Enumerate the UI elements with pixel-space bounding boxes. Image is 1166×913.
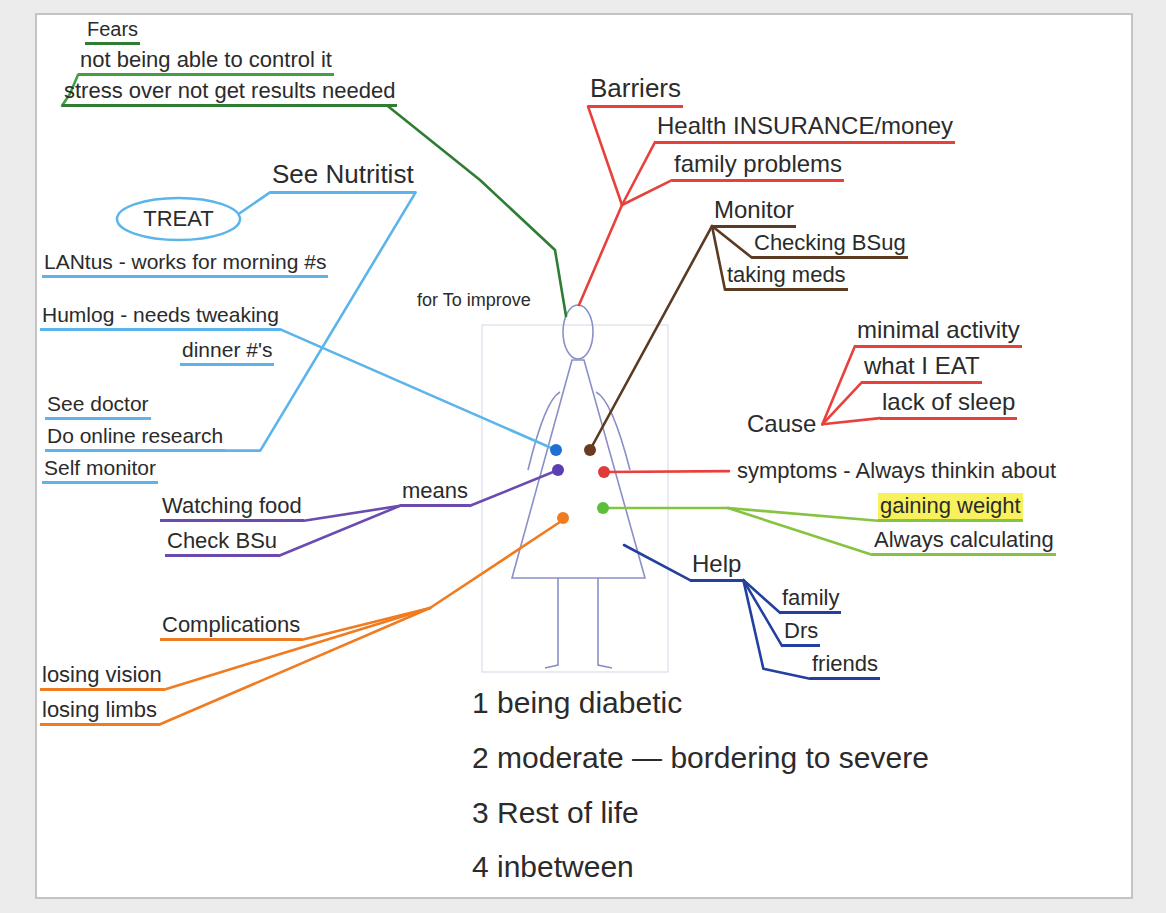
branch-label: Always calculating bbox=[872, 527, 1056, 556]
branch-label: Health INSURANCE/money bbox=[655, 112, 955, 144]
branch-label: family bbox=[780, 585, 841, 614]
branch-line bbox=[304, 506, 400, 521]
branch-label: dinner #'s bbox=[180, 338, 274, 366]
branch-dot bbox=[552, 464, 564, 476]
branch-label: See doctor bbox=[45, 392, 151, 420]
branch-label: losing limbs bbox=[40, 697, 159, 726]
note-label: 1 being diabetic bbox=[470, 686, 684, 722]
branch-label: Drs bbox=[782, 618, 820, 647]
branch-label: taking meds bbox=[725, 262, 848, 291]
branch-line bbox=[470, 470, 558, 506]
ellipse-shape bbox=[117, 198, 240, 240]
branch-label: Checking BSug bbox=[752, 230, 908, 259]
branch-label: losing vision bbox=[40, 662, 164, 691]
branch-label: Barriers bbox=[588, 74, 683, 108]
branch-label: means bbox=[400, 478, 470, 507]
figure-leg bbox=[545, 578, 558, 668]
branch-line bbox=[159, 608, 430, 725]
branch-label: Monitor bbox=[712, 196, 796, 228]
node-label: TREAT bbox=[143, 206, 213, 231]
branch-label: Help bbox=[690, 550, 743, 582]
branch-label: Watching food bbox=[160, 493, 304, 522]
branch-line bbox=[430, 520, 563, 608]
note-label: 2 moderate — bordering to severe bbox=[470, 741, 931, 777]
branch-label: gaining weight bbox=[878, 493, 1023, 522]
branch-label: minimal activity bbox=[855, 316, 1022, 348]
branch-label: See Nutritist bbox=[270, 160, 416, 194]
branch-line bbox=[624, 545, 690, 580]
branch-label: Fears bbox=[85, 18, 140, 45]
branch-line bbox=[822, 382, 862, 424]
branch-dot bbox=[584, 444, 596, 456]
branch-line bbox=[281, 330, 556, 450]
branch-line bbox=[240, 192, 270, 213]
branch-label: LANtus - works for morning #s bbox=[42, 250, 328, 278]
figure-head bbox=[563, 305, 593, 359]
branch-line bbox=[822, 346, 855, 424]
figure-arm bbox=[528, 392, 560, 470]
branch-line bbox=[622, 180, 672, 205]
branch-line bbox=[743, 580, 782, 646]
branch-label: Check BSu bbox=[165, 528, 279, 557]
branch-line bbox=[588, 106, 622, 205]
branch-label: Complications bbox=[160, 612, 302, 641]
branch-label: family problems bbox=[672, 150, 844, 182]
branch-line bbox=[604, 470, 729, 473]
branch-line bbox=[822, 418, 880, 424]
branch-dot bbox=[598, 466, 610, 478]
note-label: Cause bbox=[745, 410, 818, 439]
note-label: symptoms - Always thinkin about bbox=[735, 458, 1058, 484]
branch-label: what I EAT bbox=[862, 352, 982, 384]
branch-label: lack of sleep bbox=[880, 388, 1017, 420]
branch-line bbox=[712, 226, 725, 290]
branch-line bbox=[603, 507, 728, 510]
branch-label: not being able to control it bbox=[78, 47, 334, 76]
figure-box bbox=[482, 325, 668, 672]
branch-label: friends bbox=[810, 651, 880, 680]
branch-label: stress over not get results needed bbox=[62, 78, 397, 107]
branch-label: Humlog - needs tweaking bbox=[40, 303, 281, 331]
note-label: 4 inbetween bbox=[470, 850, 636, 886]
figure-leg bbox=[598, 578, 612, 668]
branch-line bbox=[728, 508, 872, 555]
branch-line bbox=[579, 205, 622, 305]
branch-dot bbox=[597, 502, 609, 514]
branch-line bbox=[387, 106, 566, 316]
branch-dot bbox=[550, 444, 562, 456]
paper-frame bbox=[36, 14, 1132, 898]
branch-label: Do online research bbox=[45, 424, 225, 452]
branch-line bbox=[590, 226, 712, 450]
branch-label: Self monitor bbox=[42, 456, 158, 484]
branch-dot bbox=[557, 512, 569, 524]
note-label: for To improve bbox=[415, 290, 533, 312]
ellipse-node: TREAT bbox=[115, 196, 242, 242]
note-label: 3 Rest of life bbox=[470, 796, 641, 832]
